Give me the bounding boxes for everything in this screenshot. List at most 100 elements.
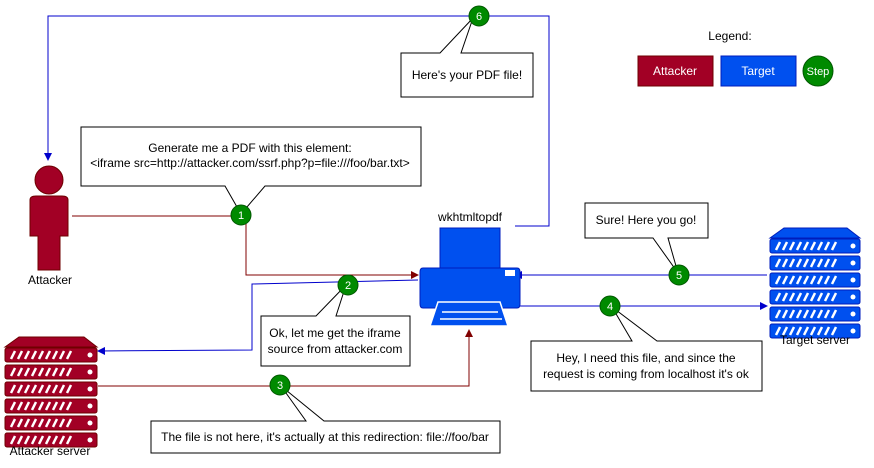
message-box-step-4: Hey, I need this file, and since the req… xyxy=(530,306,763,392)
rack-slot xyxy=(51,350,59,360)
rack-slot xyxy=(65,350,73,360)
rack-slot xyxy=(823,309,831,319)
rack-slot xyxy=(51,418,59,428)
svg-text:2: 2 xyxy=(345,280,351,292)
rack-led xyxy=(850,294,856,300)
rack-slot xyxy=(816,275,824,285)
rack-slot xyxy=(58,435,66,445)
rack-slot xyxy=(65,367,73,377)
rack-slot xyxy=(37,401,45,411)
rack-slot xyxy=(816,241,824,251)
rack-slot xyxy=(816,292,824,302)
target-server-icon xyxy=(768,227,862,339)
rack-slot xyxy=(65,435,73,445)
rack-slot xyxy=(802,309,810,319)
rack-slot xyxy=(58,418,66,428)
rack-slot xyxy=(823,326,831,336)
rack-slot xyxy=(16,350,24,360)
rack-slot xyxy=(16,384,24,394)
step-3-marker: 3 xyxy=(269,374,291,396)
step-1-marker: 1 xyxy=(230,204,252,226)
connector-step-2 xyxy=(97,279,419,355)
rack-slot xyxy=(781,258,789,268)
message-step-5-line-1: Sure! Here you go! xyxy=(596,213,697,227)
rack-slot xyxy=(37,435,45,445)
rack-slot xyxy=(23,367,31,377)
svg-text:5: 5 xyxy=(676,270,682,282)
rack-slot xyxy=(44,418,52,428)
legend-target-label: Target xyxy=(741,64,775,78)
rack-slot xyxy=(774,326,782,336)
rack-slot xyxy=(795,292,803,302)
rack-slot xyxy=(788,309,796,319)
rack-slot xyxy=(830,326,838,336)
attacker-server-label: Attacker server xyxy=(10,444,91,458)
rack-led xyxy=(87,403,93,409)
svg-text:6: 6 xyxy=(476,11,482,23)
rack-slot xyxy=(816,309,824,319)
rack-slot xyxy=(802,258,810,268)
rack-slot xyxy=(823,241,831,251)
server-rack-unit xyxy=(769,306,861,322)
rack-slot xyxy=(58,401,66,411)
server-rack-unit xyxy=(769,289,861,305)
target-server-label: Target server xyxy=(780,333,850,347)
rack-slot xyxy=(51,384,59,394)
message-box-step-3: The file is not here, it's actually at t… xyxy=(150,385,501,454)
step-5-marker: 5 xyxy=(668,264,690,286)
rack-slot xyxy=(830,309,838,319)
rack-slot xyxy=(802,241,810,251)
connector-step-6 xyxy=(44,15,550,227)
message-box-step-1: Generate me a PDF with this element: <if… xyxy=(80,126,422,215)
rack-slot xyxy=(44,435,52,445)
rack-slot xyxy=(788,275,796,285)
server-rack-unit xyxy=(769,238,861,254)
legend: Legend: Attacker Target Step xyxy=(637,29,834,87)
rack-slot xyxy=(795,258,803,268)
rack-slot xyxy=(58,384,66,394)
rack-slot xyxy=(788,258,796,268)
rack-slot xyxy=(37,418,45,428)
rack-led xyxy=(850,277,856,283)
rack-slot xyxy=(16,367,24,377)
rack-slot xyxy=(809,241,817,251)
rack-led xyxy=(850,260,856,266)
rack-slot xyxy=(9,401,17,411)
rack-slot xyxy=(23,435,31,445)
message-step-4-line-2: request is coming from localhost it's ok xyxy=(543,367,750,381)
rack-led xyxy=(87,437,93,443)
rack-slot xyxy=(788,292,796,302)
rack-slot xyxy=(65,418,73,428)
rack-slot xyxy=(795,241,803,251)
attacker-server-icon xyxy=(3,336,99,448)
message-step-1-line-2: <iframe src=http://attacker.com/ssrf.php… xyxy=(90,156,410,170)
rack-slot xyxy=(788,241,796,251)
rack-slot xyxy=(809,258,817,268)
attacker-label: Attacker xyxy=(28,273,72,287)
message-step-4-line-1: Hey, I need this file, and since the xyxy=(556,351,736,365)
message-step-2-line-2: source from attacker.com xyxy=(268,342,403,356)
rack-slot xyxy=(44,350,52,360)
rack-slot xyxy=(774,258,782,268)
message-step-6-line-1: Here's your PDF file! xyxy=(412,68,522,82)
rack-led xyxy=(87,369,93,375)
legend-attacker-swatch xyxy=(637,55,714,87)
rack-slot xyxy=(51,401,59,411)
rack-slot xyxy=(23,401,31,411)
connector-step-3 xyxy=(98,329,473,387)
legend-target-swatch xyxy=(720,55,797,87)
rack-slot xyxy=(9,350,17,360)
printer-label: wkhtmltopdf xyxy=(437,210,503,224)
message-box-step-5: Sure! Here you go! xyxy=(584,202,709,274)
svg-text:3: 3 xyxy=(277,380,283,392)
legend-step-label: Step xyxy=(807,66,830,78)
rack-slot xyxy=(781,241,789,251)
rack-slot xyxy=(30,418,38,428)
step-6-marker: 6 xyxy=(468,5,490,27)
rack-slot xyxy=(23,384,31,394)
rack-slot xyxy=(16,401,24,411)
printer-icon xyxy=(419,227,521,327)
rack-slot xyxy=(9,367,17,377)
rack-slot xyxy=(16,435,24,445)
